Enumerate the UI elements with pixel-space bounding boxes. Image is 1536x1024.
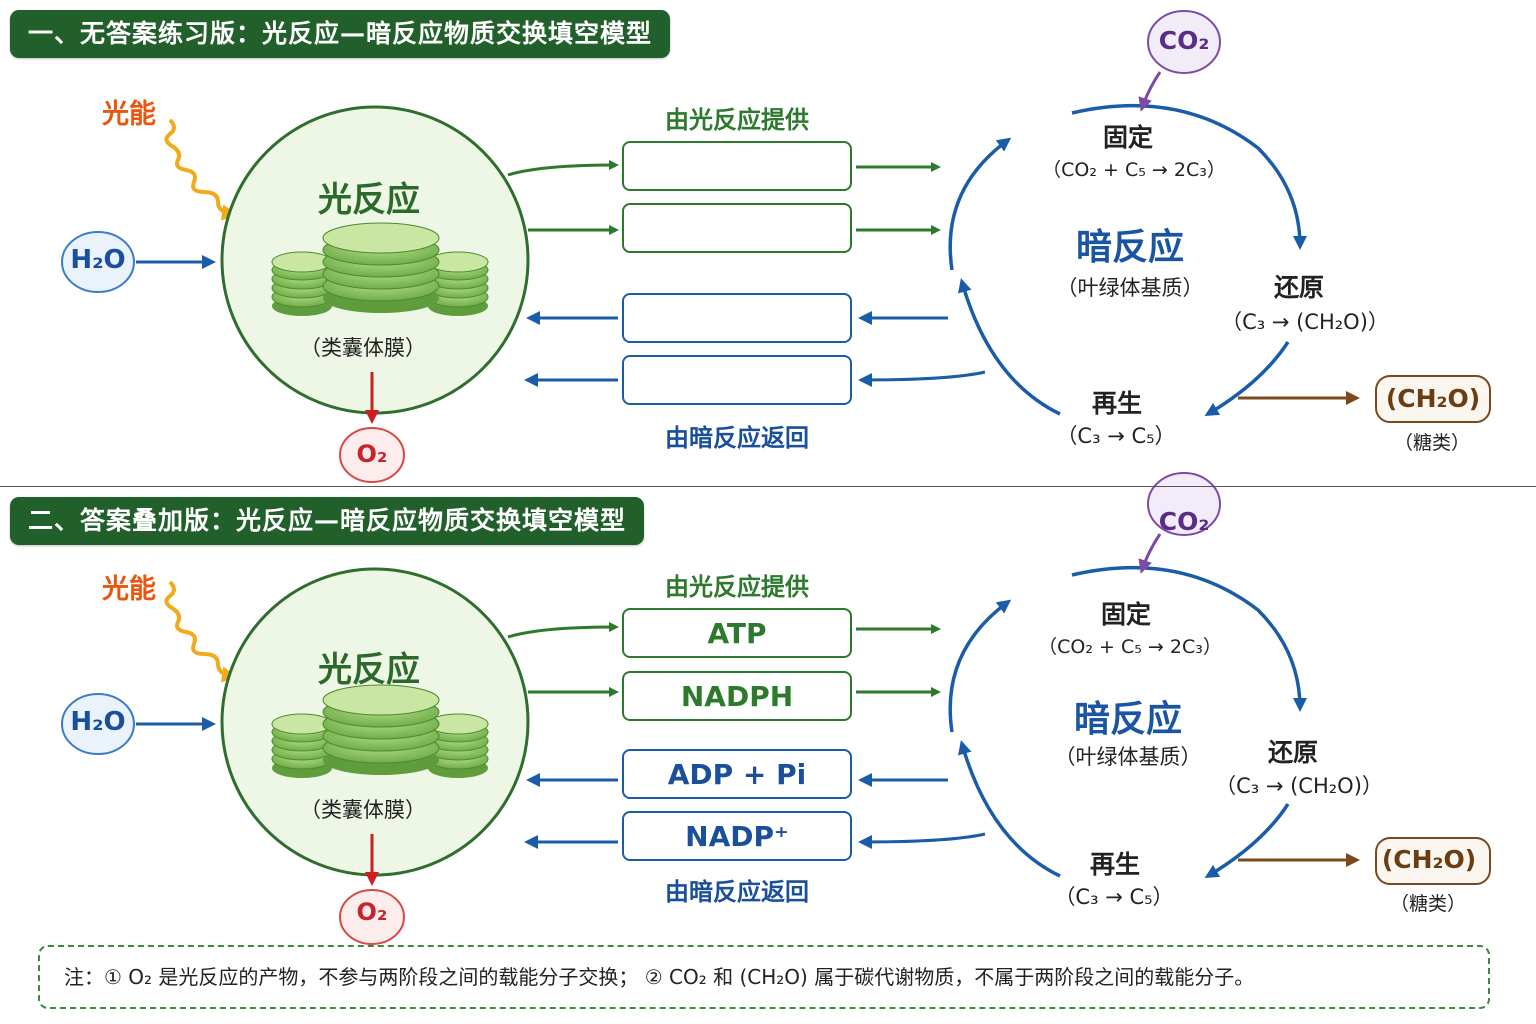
- answer-box-nadph[interactable]: NADPH: [622, 671, 852, 721]
- regeneration-equation: （C₃ → C₅）: [1054, 885, 1174, 909]
- stroma-label: （叶绿体基质）: [1054, 745, 1202, 769]
- fixation-equation: （CO₂ + C₅ → 2C₃）: [1042, 159, 1226, 181]
- reduction-label: 还原: [1273, 273, 1324, 302]
- thylakoid-label: （类囊体膜）: [300, 336, 426, 360]
- answer-box-nadp[interactable]: NADP⁺: [622, 811, 852, 861]
- sugar-label: （糖类）: [1389, 893, 1466, 915]
- stroma-label: （叶绿体基质）: [1056, 276, 1204, 300]
- sugar-label: （糖类）: [1393, 432, 1470, 454]
- answer-box-3[interactable]: [622, 293, 852, 343]
- regeneration-label: 再生: [1091, 389, 1142, 418]
- oxygen-label: O₂: [356, 440, 388, 468]
- answer-box-4[interactable]: [622, 355, 852, 405]
- answer-box-adp-pi[interactable]: ADP + Pi: [622, 749, 852, 799]
- provided-by-light-label: 由光反应提供: [665, 106, 809, 134]
- returned-by-dark-label: 由暗反应返回: [665, 424, 809, 452]
- section-divider: [0, 486, 1536, 487]
- provided-by-light-label: 由光反应提供: [665, 573, 809, 601]
- regeneration-equation: （C₃ → C₅）: [1056, 424, 1176, 448]
- light-energy-label: 光能: [102, 574, 156, 605]
- reduction-equation: （C₃ → (CH₂O)）: [1221, 310, 1389, 334]
- section-2-title: 二、答案叠加版：光反应—暗反应物质交换填空模型: [10, 497, 645, 545]
- dark-reaction-label: 暗反应: [1075, 227, 1184, 268]
- dark-reaction-label: 暗反应: [1073, 699, 1182, 740]
- co2-label: CO₂: [1158, 507, 1210, 536]
- answer-box-1[interactable]: [622, 141, 852, 191]
- oxygen-label: O₂: [356, 898, 388, 926]
- fixation-label: 固定: [1100, 600, 1151, 629]
- water-label: H₂O: [70, 245, 126, 275]
- reduction-label: 还原: [1267, 738, 1318, 767]
- answer-box-atp[interactable]: ATP: [622, 608, 852, 658]
- sugar-formula-label: (CH₂O): [1385, 384, 1481, 413]
- water-label: H₂O: [70, 707, 126, 737]
- footnote: 注：① O₂ 是光反应的产物，不参与两阶段之间的载能分子交换； ② CO₂ 和 …: [38, 945, 1490, 1009]
- light-energy-label: 光能: [102, 99, 156, 130]
- light-reaction-label: 光反应: [318, 180, 420, 220]
- light-reaction-label: 光反应: [318, 650, 420, 690]
- fixation-label: 固定: [1102, 123, 1153, 152]
- reduction-equation: （C₃ → (CH₂O)）: [1215, 774, 1383, 798]
- sugar-formula-label: (CH₂O): [1381, 845, 1477, 874]
- returned-by-dark-label: 由暗反应返回: [665, 878, 809, 906]
- regeneration-label: 再生: [1089, 850, 1140, 879]
- answer-box-2[interactable]: [622, 203, 852, 253]
- section-1-title: 一、无答案练习版：光反应—暗反应物质交换填空模型: [10, 10, 671, 58]
- thylakoid-label: （类囊体膜）: [300, 798, 426, 822]
- fixation-equation: （CO₂ + C₅ → 2C₃）: [1038, 636, 1222, 658]
- co2-label: CO₂: [1158, 26, 1210, 55]
